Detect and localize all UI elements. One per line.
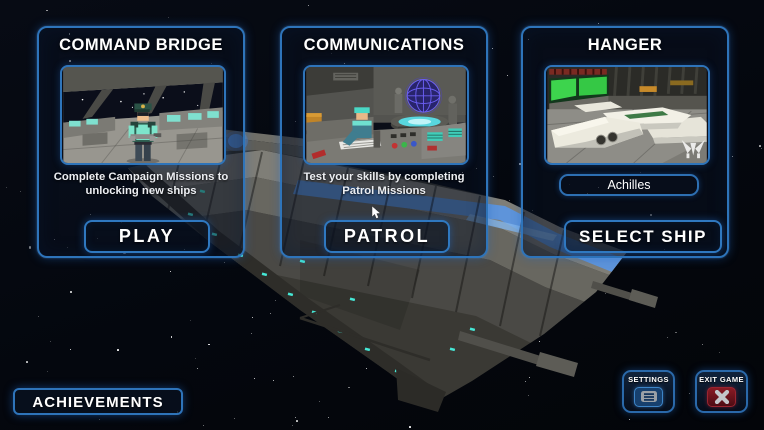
settings-label: SETTINGS [628,375,669,384]
menu-list-icon [634,387,663,407]
exit-game-button[interactable]: EXIT GAME [695,370,748,413]
panel-command-bridge: COMMAND BRIDGE [37,26,245,258]
command-bridge-title: COMMAND BRIDGE [59,36,223,54]
communications-description: Test your skills by completing Patrol Mi… [303,171,465,197]
pointer-cursor [371,206,382,219]
communications-thumbnail [303,65,469,165]
panel-hanger: HANGER [521,26,729,258]
command-bridge-thumbnail [60,65,226,165]
ship-name-selector[interactable]: Achilles [559,174,699,196]
communications-title: COMMUNICATIONS [303,36,465,54]
fleet-wings-icon [681,139,705,159]
achievements-button[interactable]: ACHIEVEMENTS [13,388,183,415]
play-button[interactable]: PLAY [84,220,210,253]
exit-game-label: EXIT GAME [699,375,744,384]
hanger-thumbnail [544,65,710,165]
settings-button[interactable]: SETTINGS [622,370,675,413]
select-ship-button[interactable]: SELECT SHIP [564,220,722,253]
patrol-button[interactable]: PATROL [324,220,450,253]
command-bridge-description: Complete Campaign Missions to unlocking … [53,171,229,197]
x-icon [707,387,736,407]
panel-communications: COMMUNICATIONS [280,26,488,258]
hanger-title: HANGER [587,36,663,54]
